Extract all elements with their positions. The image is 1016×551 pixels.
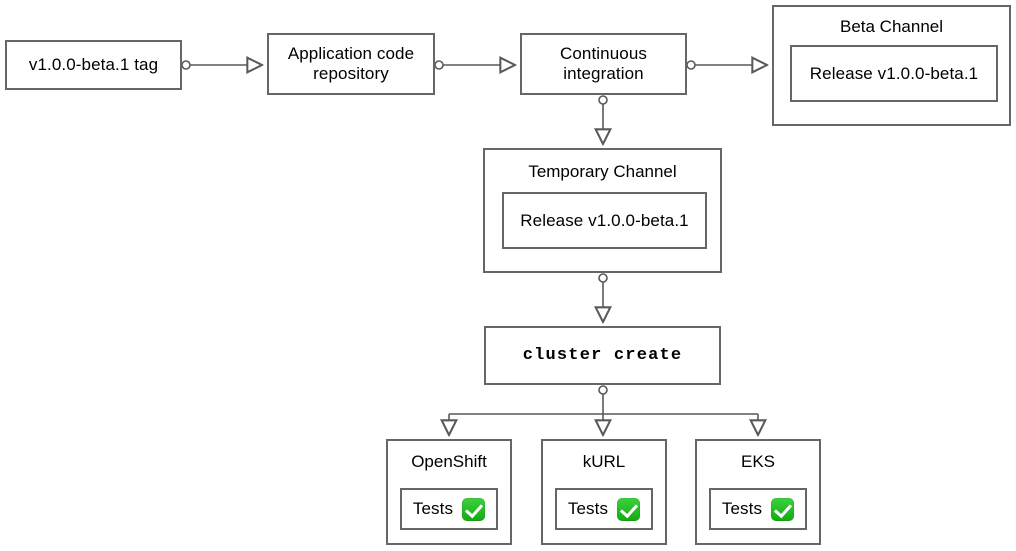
group-openshift-title: OpenShift: [411, 452, 487, 471]
node-application-code-repository-label: Application code repository: [288, 44, 414, 83]
label-line-2: integration: [563, 64, 644, 83]
node-beta-channel-release[interactable]: Release v1.0.0-beta.1: [790, 45, 998, 102]
node-cluster-create-label: cluster create: [522, 345, 683, 365]
label-line-2: repository: [313, 64, 389, 83]
node-eks-tests[interactable]: Tests: [709, 488, 807, 530]
edge-ci-to-temporary-channel: [599, 95, 607, 144]
green-check-icon: [462, 497, 486, 521]
node-kurl-tests-label: Tests: [567, 499, 609, 519]
group-beta-channel[interactable]: Beta Channel Release v1.0.0-beta.1: [772, 5, 1011, 126]
edge-temporary-channel-to-cluster-create: [599, 273, 607, 322]
group-temporary-channel[interactable]: Temporary Channel Release v1.0.0-beta.1: [483, 148, 722, 273]
label-line-1: Application code: [287, 44, 415, 64]
group-beta-channel-title: Beta Channel: [839, 17, 944, 36]
node-temporary-channel-release-label: Release v1.0.0-beta.1: [520, 210, 689, 230]
group-kurl[interactable]: kURL Tests: [541, 439, 667, 545]
edge-tag-to-repo: [181, 61, 262, 69]
node-beta-channel-release-label: Release v1.0.0-beta.1: [809, 63, 979, 83]
group-openshift[interactable]: OpenShift Tests: [386, 439, 512, 545]
green-check-icon: [617, 497, 641, 521]
node-application-code-repository[interactable]: Application code repository: [267, 33, 435, 95]
node-continuous-integration-label: Continuous integration: [560, 44, 647, 83]
green-check-icon: [771, 497, 795, 521]
label-line-1: Continuous: [559, 44, 647, 64]
node-openshift-tests-label: Tests: [412, 499, 454, 519]
node-kurl-tests[interactable]: Tests: [555, 488, 653, 530]
node-eks-tests-label: Tests: [721, 499, 763, 519]
node-temporary-channel-release[interactable]: Release v1.0.0-beta.1: [502, 192, 707, 249]
node-tag-label: v1.0.0-beta.1 tag: [28, 55, 159, 75]
group-kurl-title: kURL: [582, 452, 626, 471]
edge-cluster-create-to-platforms: [449, 385, 758, 435]
edge-ci-to-beta-channel: [686, 61, 767, 69]
group-eks-title: EKS: [740, 452, 776, 471]
node-openshift-tests[interactable]: Tests: [400, 488, 498, 530]
group-eks[interactable]: EKS Tests: [695, 439, 821, 545]
group-temporary-channel-title: Temporary Channel: [528, 162, 677, 181]
edge-repo-to-ci: [434, 61, 515, 69]
node-cluster-create[interactable]: cluster create: [484, 326, 721, 385]
node-tag[interactable]: v1.0.0-beta.1 tag: [5, 40, 182, 90]
node-continuous-integration[interactable]: Continuous integration: [520, 33, 687, 95]
